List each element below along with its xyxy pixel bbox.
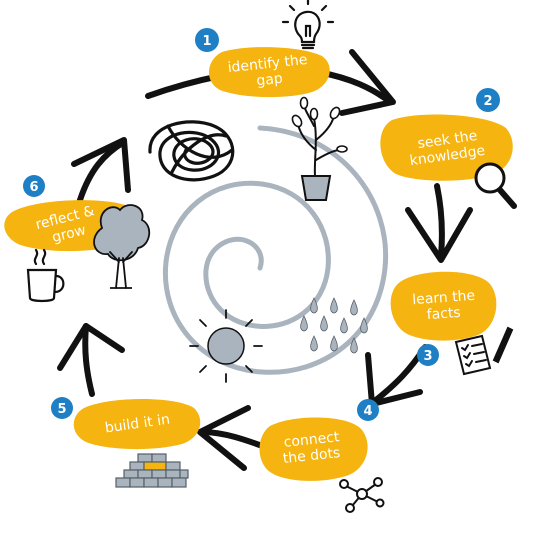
badge-5: 5 (51, 397, 73, 419)
plant-pot-icon (291, 96, 348, 201)
brick-pyramid-icon (115, 453, 189, 488)
step-3-blob (390, 271, 497, 341)
svg-text:6: 6 (29, 180, 38, 195)
step-4: connect the dots (259, 417, 368, 481)
svg-text:3: 3 (423, 349, 432, 364)
arrowhead-2-to-3 (405, 207, 473, 263)
step-1-blob (208, 47, 330, 98)
arrow-2-to-3 (434, 183, 445, 259)
checklist-pen-icon (454, 326, 514, 376)
magnifier-icon (474, 162, 517, 209)
badge-1: 1 (195, 28, 219, 52)
sun-icon (189, 309, 263, 383)
step-4-blob (259, 417, 368, 481)
svg-text:2: 2 (483, 94, 492, 109)
step-1-label-line2: gap (256, 71, 284, 90)
step-4-label-line2: the dots (282, 445, 341, 467)
step-3-label-line1: learn the (412, 288, 476, 308)
step-5-blob (73, 399, 201, 450)
raindrops-icon (300, 297, 368, 354)
step-3-label-line2: facts (426, 305, 461, 323)
network-nodes-icon (339, 477, 385, 513)
arrow-5-to-6 (82, 323, 95, 397)
step-2: seek the knowledge (380, 114, 513, 181)
step-1: identify the gap (208, 47, 330, 98)
tangle-icon (148, 120, 235, 182)
step-2-blob (380, 114, 513, 181)
step-4-label-line1: connect (283, 429, 341, 451)
lightbulb-icon (281, 0, 335, 50)
svg-text:4: 4 (363, 404, 372, 419)
badge-3: 3 (417, 344, 439, 366)
svg-text:5: 5 (57, 402, 66, 417)
arrow-to-1 (145, 73, 223, 99)
arrowhead-1-to-2 (339, 49, 396, 116)
badge-2: 2 (476, 88, 500, 112)
spiral-icon (162, 125, 389, 375)
arrowhead-4-to-5 (197, 405, 251, 471)
step-5: build it in (73, 399, 201, 450)
tree-icon (93, 204, 151, 289)
coffee-mug-icon (26, 248, 65, 303)
step-3: learn the facts (390, 271, 497, 341)
svg-text:1: 1 (202, 34, 211, 49)
badge-6: 6 (23, 175, 45, 197)
arrowhead-6-up (71, 137, 131, 193)
arrowhead-5-to-6 (57, 323, 125, 371)
badge-4: 4 (357, 399, 379, 421)
